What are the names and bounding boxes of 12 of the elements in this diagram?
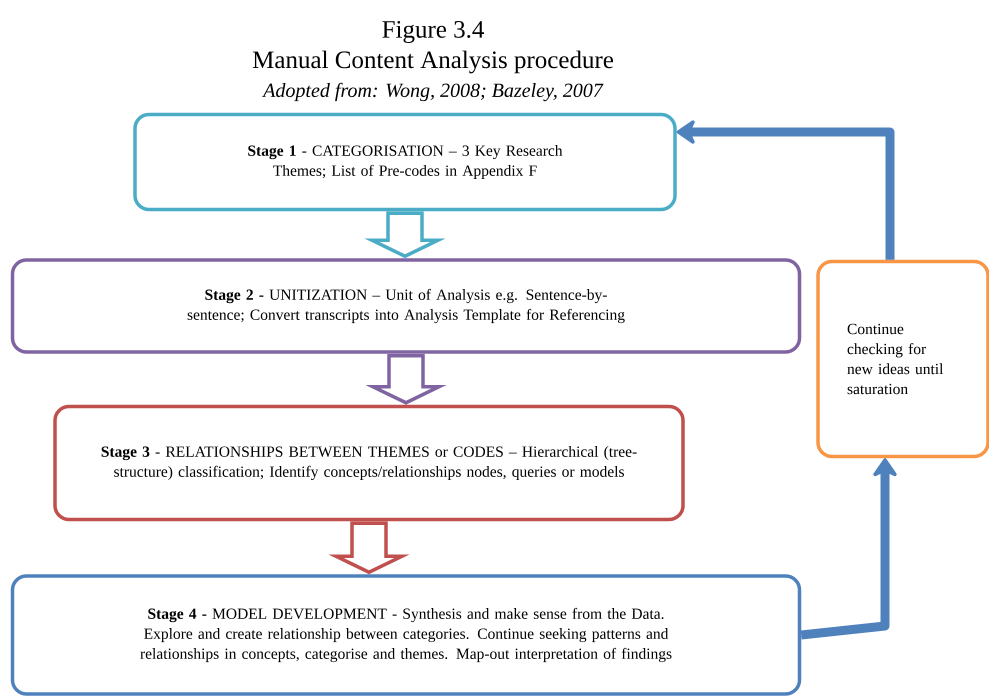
process-box: Stage 4 - MODEL DEVELOPMENT - Synthesis and make sense from the Data. Explore and create relationship between categories. Continue seeking patterns and relationships in concepts, categorise and themes. Map-out interpretation of findings [10, 574, 802, 696]
process-box: Stage 2 - UNITIZATION – Unit of Analysis e.g. Sentence-by-sentence; Convert transcripts into Analysis Template for Referencing [10, 258, 802, 354]
block-arrow [328, 522, 410, 574]
block-arrow [364, 212, 446, 258]
process-box: Continue checking for new ideas until saturation [816, 260, 989, 458]
arrow [800, 458, 897, 640]
figure-title: Figure 3.4 [382, 21, 484, 43]
subtitle: Manual Content Analysis procedure [252, 50, 614, 74]
process-box: Stage 3 - RELATIONSHIPS BETWEEN THEMES or CODES – Hierarchical (tree-structure) classification; Identify concepts/relationships nodes, queries or models [53, 404, 685, 522]
process-box: Stage 1 - CATEGORISATION – 3 Key Research Themes; List of Pre-codes in Appendix F [133, 112, 677, 212]
block-arrow [365, 354, 447, 405]
arrow [676, 120, 894, 260]
